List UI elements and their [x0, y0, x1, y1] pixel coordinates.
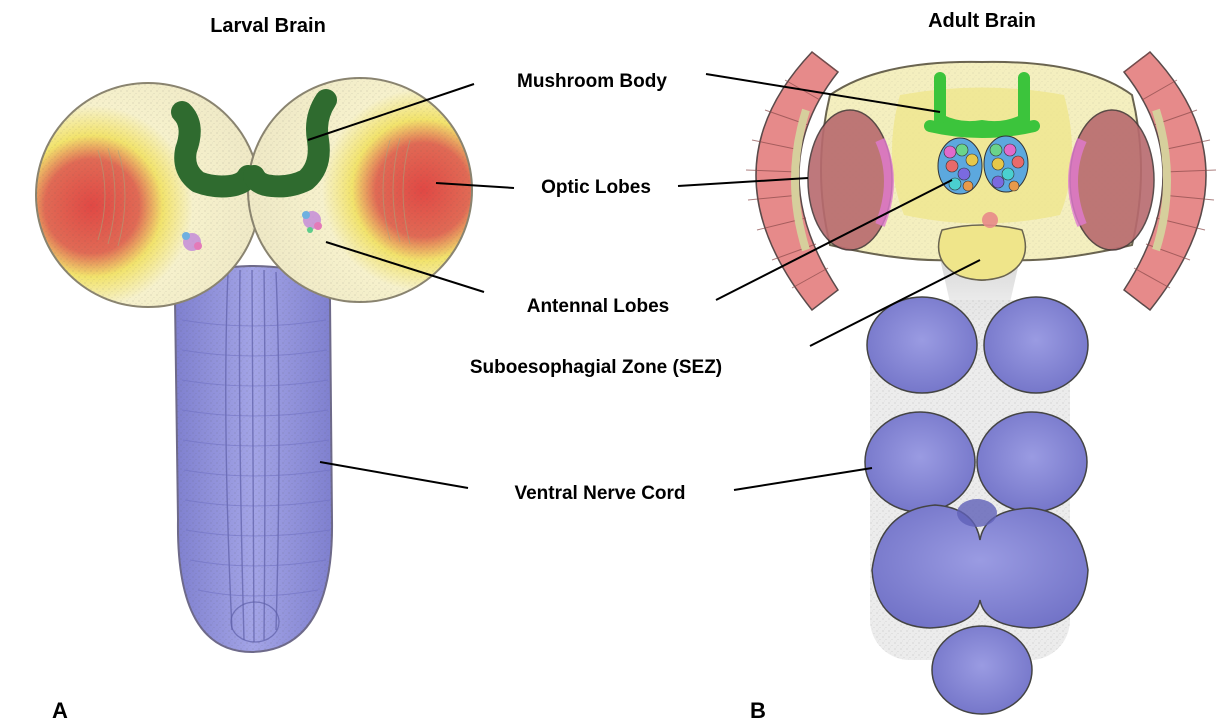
- label-ventral-nerve-cord: Ventral Nerve Cord: [514, 483, 685, 504]
- adult-ventral-nerve-cord: [865, 297, 1088, 714]
- panel-b-letter: B: [750, 698, 766, 723]
- leader-vnc-larval: [320, 462, 468, 488]
- larval-brain: [36, 78, 472, 652]
- larval-ventral-nerve-cord: [175, 266, 332, 652]
- adult-brain: [746, 52, 1216, 714]
- label-sez: Suboesophagial Zone (SEZ): [470, 357, 722, 378]
- label-antennal-lobes: Antennal Lobes: [527, 296, 670, 317]
- label-mushroom-body: Mushroom Body: [517, 71, 667, 92]
- panel-a-title: Larval Brain: [210, 15, 326, 37]
- panel-a-letter: A: [52, 698, 68, 723]
- leader-vnc-adult: [734, 468, 872, 490]
- label-optic-lobes: Optic Lobes: [541, 177, 651, 198]
- panel-b-title: Adult Brain: [928, 10, 1036, 32]
